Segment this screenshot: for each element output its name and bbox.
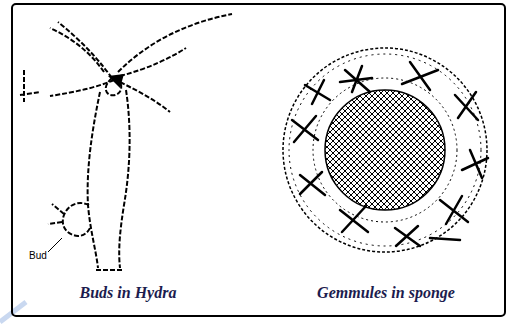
- hydra-hypostome: [108, 74, 124, 88]
- figure-caption: Buds in Hydra: [80, 284, 177, 302]
- frame: [12, 4, 505, 316]
- leader-line: [48, 238, 62, 252]
- gemmule-figure: [283, 48, 488, 252]
- hydra-figure: [20, 14, 232, 270]
- part-label: Bud: [28, 250, 48, 261]
- figure-caption: Gemmules in sponge: [317, 284, 455, 302]
